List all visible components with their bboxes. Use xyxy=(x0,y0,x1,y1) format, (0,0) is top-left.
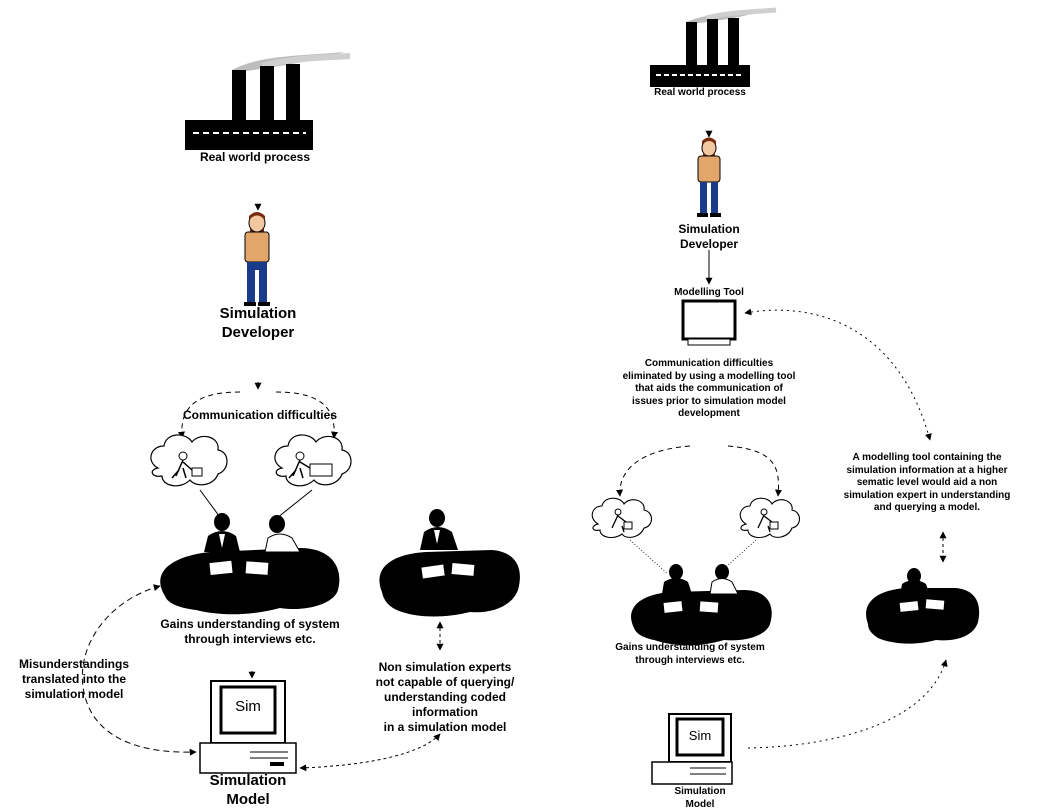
left-factory-label: Real world process xyxy=(199,150,311,164)
right-tool-info-label: A modelling tool containing the simulati… xyxy=(843,452,1011,513)
right-gains-label: Gains understanding of system through in… xyxy=(615,642,765,666)
right-communication-label: Communication difficulties eliminated by… xyxy=(622,358,796,419)
right-interview-table-icon xyxy=(631,564,772,646)
left-comm-left-arrow xyxy=(178,391,241,439)
right-factory-label: Real world process xyxy=(654,87,746,98)
left-thought-cloud-1 xyxy=(150,434,228,487)
right-cloud1-connector xyxy=(629,539,669,575)
right-developer-label: Simulation Developer xyxy=(678,222,740,251)
right-comm-right-arrow xyxy=(727,445,782,497)
left-misunderstandings-label: Misunderstandings translated into the si… xyxy=(18,657,129,701)
left-non-expert-table-icon xyxy=(379,509,520,617)
left-factory-icon xyxy=(185,52,351,150)
right-comm-left-arrow xyxy=(616,445,691,497)
left-gains-label: Gains understanding of system through in… xyxy=(160,617,340,646)
right-thought-cloud-1 xyxy=(591,497,653,539)
left-computer-screen-text: Sim xyxy=(235,698,261,715)
left-comm-right-arrow xyxy=(275,391,338,439)
right-computer-screen-text: Sim xyxy=(688,728,712,743)
left-misunderstanding-loop xyxy=(81,584,197,756)
right-thought-cloud-2 xyxy=(739,497,801,539)
right-factory-icon xyxy=(650,7,777,87)
left-non-experts-label: Non simulation experts not capable of qu… xyxy=(375,660,515,734)
left-non-expert-model-arrow xyxy=(299,733,441,772)
right-tool-label: Modelling Tool xyxy=(674,287,744,298)
left-thought-cloud-2 xyxy=(274,434,352,487)
left-interview-table-icon xyxy=(160,513,340,615)
left-computer-icon xyxy=(199,680,297,774)
right-model-label: Simulation Model xyxy=(674,786,726,810)
right-non-expert-table-icon xyxy=(866,568,980,644)
right-modelling-tool-icon xyxy=(681,299,737,346)
left-developer-label: Simulation Developer xyxy=(219,305,297,341)
left-developer-icon xyxy=(244,212,270,306)
right-computer-icon xyxy=(651,713,733,785)
left-model-label: Simulation Model xyxy=(209,772,287,808)
left-communication-label: Communication difficulties xyxy=(182,408,337,422)
right-model-info-arrow xyxy=(747,659,948,749)
right-developer-icon xyxy=(697,137,721,217)
